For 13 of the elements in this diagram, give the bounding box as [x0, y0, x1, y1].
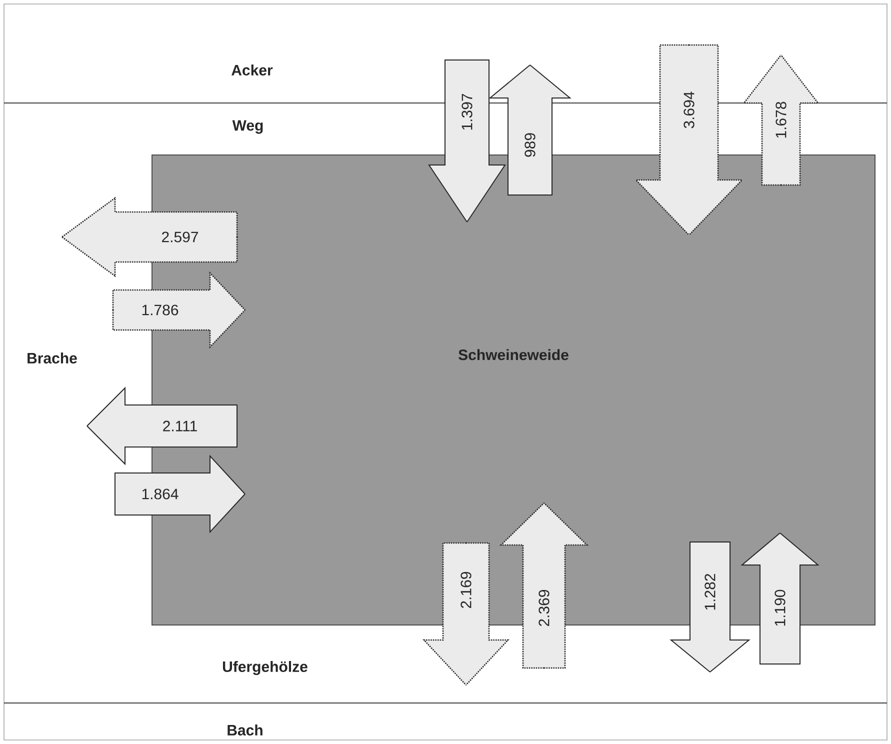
edge-label: 1.678 [774, 100, 788, 140]
area-label: Ufergehölze [222, 660, 308, 676]
edge-label: 2.369 [538, 588, 550, 628]
area-label: Acker [232, 64, 273, 76]
edge-label: 2.169 [460, 570, 472, 610]
edge-label: 2.597 [160, 230, 200, 244]
edge-label: 1.190 [774, 588, 786, 628]
edge-label: 3.694 [682, 90, 696, 130]
area-label: Weg [232, 120, 263, 134]
area-label: Brache [28, 352, 77, 364]
edge-label: 1.282 [704, 572, 716, 612]
edge-label: 1.397 [460, 92, 474, 132]
area-label: Bach [228, 724, 262, 736]
